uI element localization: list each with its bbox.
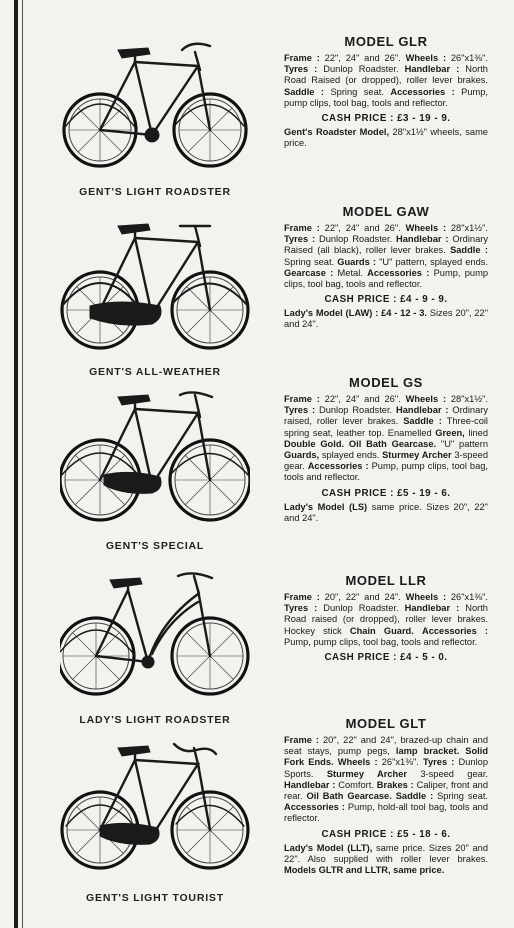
model-title: MODEL GS <box>349 375 423 390</box>
cash-price: CASH PRICE : £3 - 19 - 9. <box>321 113 451 125</box>
bold-run: Lady's Model (LAW) : £4 - 12 - 3. <box>284 308 427 319</box>
model-note: Gent's Roadster Model, 28"x1½" wheels, s… <box>284 127 488 149</box>
cash-price: CASH PRICE : £4 - 9 - 9. <box>324 294 448 306</box>
bold-run: Frame : <box>284 592 320 602</box>
bold-run: Handlebar : <box>396 234 449 245</box>
model-caption: GENT'S ALL-WEATHER <box>89 366 221 378</box>
cash-price: CASH PRICE : £5 - 18 - 6. <box>321 828 451 840</box>
model-spec: Frame : 22", 24" and 26". Wheels : 28"x1… <box>284 394 488 483</box>
bold-run: Guards : <box>337 256 376 267</box>
bold-run: Gearcase : <box>284 267 334 278</box>
left-border-hairline <box>22 0 23 928</box>
model-caption: LADY'S LIGHT ROADSTER <box>79 714 231 726</box>
bold-run: Tyres : <box>284 234 316 245</box>
model-title: MODEL GLT <box>345 716 427 731</box>
model-spec: Frame : 22", 24" and 26". Wheels : 26"x1… <box>284 53 489 108</box>
bold-run: Handlebar : <box>404 64 460 75</box>
model-caption: GENT'S LIGHT ROADSTER <box>79 186 231 198</box>
model-spec: Frame : 22", 24" and 26". Wheels : 28"x1… <box>284 223 488 290</box>
bold-run: Green, <box>435 427 465 438</box>
model-spec: Frame : 20", 22" and 24". Wheels : 26"x1… <box>284 592 489 647</box>
left-border-rule <box>14 0 18 928</box>
bold-run: Lady's Model (LLT), <box>284 842 373 853</box>
bold-run: Saddle : <box>395 791 434 802</box>
bold-run: Wheels : <box>405 53 447 63</box>
bold-run: Brakes : <box>376 779 414 790</box>
bold-run: Saddle : <box>450 245 488 256</box>
bold-run: Guards, <box>284 450 320 461</box>
bold-run: Frame : <box>284 53 320 63</box>
bold-run: Models GLTR and LLTR, same price. <box>284 865 445 876</box>
bold-run: Handlebar : <box>404 603 460 614</box>
bold-run: Handlebar : <box>396 405 449 416</box>
bold-run: Tyres : <box>284 603 318 614</box>
bold-run: Tyres : <box>423 757 455 768</box>
bold-run: Lady's Model (LS) <box>284 501 368 512</box>
model-spec: Frame : 20", 22" and 24", brazed-up chai… <box>284 735 489 824</box>
model-title: MODEL GLR <box>344 34 428 49</box>
bold-run: Tyres : <box>284 64 318 75</box>
model-note: Lady's Model (LS) same price. Sizes 20",… <box>284 501 488 523</box>
gents-light-roadster-illustration <box>62 42 248 168</box>
bold-run: Saddle : <box>284 86 325 97</box>
bold-run: Sturmey Archer <box>326 768 407 779</box>
model-note: Lady's Model (LAW) : £4 - 12 - 3. Sizes … <box>284 308 488 330</box>
bold-run: Accessories : <box>390 86 455 97</box>
model-caption: GENT'S SPECIAL <box>105 540 205 552</box>
bold-run: Accessories : <box>307 461 369 472</box>
cash-price: CASH PRICE : £4 - 5 - 0. <box>324 652 448 664</box>
bold-run: Wheels : <box>405 592 447 602</box>
gents-light-tourist-illustration <box>60 742 250 870</box>
bold-run: Oil Bath Gearcase. <box>306 791 392 802</box>
bold-run: Wheels : <box>405 223 447 233</box>
bold-run: Frame : <box>284 735 319 745</box>
model-title: MODEL LLR <box>345 573 427 588</box>
bold-run: Chain Guard. <box>349 625 414 636</box>
bold-run: Accessories : <box>367 267 430 278</box>
ladys-light-roadster-illustration <box>60 572 250 696</box>
bold-run: Saddle : <box>403 416 442 427</box>
gents-all-weather-illustration <box>60 223 250 350</box>
bold-run: Double Gold. Oil Bath Gearcase. <box>284 438 437 449</box>
bold-run: Handlebar : <box>284 779 336 790</box>
bold-run: Wheels : <box>405 394 447 404</box>
cash-price: CASH PRICE : £5 - 19 - 6. <box>321 487 451 499</box>
model-title: MODEL GAW <box>342 204 430 219</box>
model-caption: GENT'S LIGHT TOURIST <box>86 892 224 904</box>
bold-run: Frame : <box>284 223 320 233</box>
bold-run: Frame : <box>284 394 320 404</box>
bold-run: Accessories : <box>284 802 345 813</box>
gents-special-illustration <box>60 391 250 522</box>
model-note: Lady's Model (LLT), same price. Sizes 20… <box>284 842 488 876</box>
bold-run: Sturmey Archer <box>382 450 452 461</box>
bold-run: Accessories : <box>421 625 489 636</box>
bold-run: Gent's Roadster Model, <box>284 127 390 138</box>
bold-run: lamp bracket. Solid Fork Ends. Wheels : <box>284 746 489 768</box>
bold-run: Tyres : <box>284 405 316 416</box>
